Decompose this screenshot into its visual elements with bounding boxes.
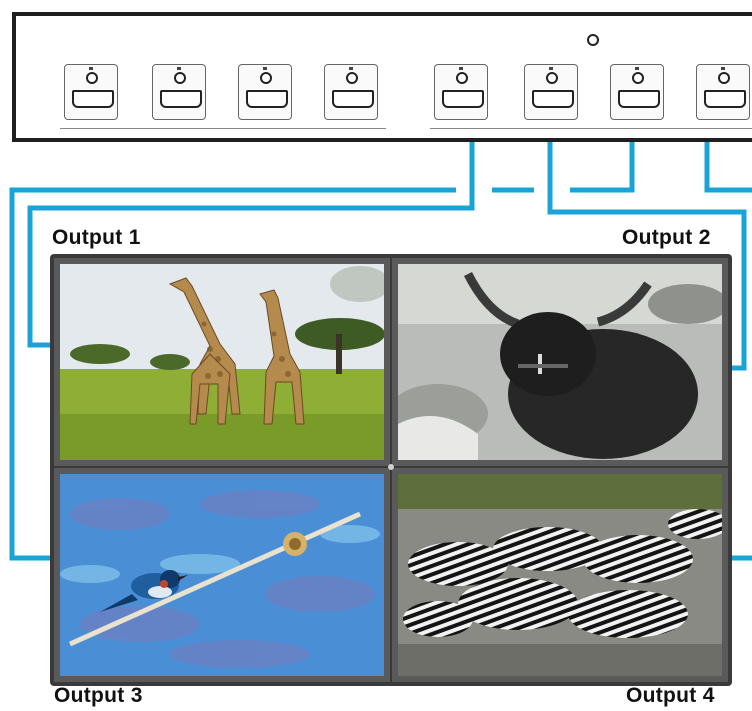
hdmi-port-icon bbox=[610, 64, 664, 120]
cable-port-7 bbox=[570, 128, 635, 193]
output-2-label: Output 2 bbox=[622, 226, 711, 249]
output-3-label: Output 3 bbox=[54, 684, 143, 707]
cable-output-1 bbox=[27, 128, 475, 348]
hdmi-port-icon bbox=[696, 64, 750, 120]
yak-image bbox=[398, 264, 722, 460]
led-indicator-icon bbox=[587, 34, 599, 46]
hdmi-port-icon bbox=[324, 64, 378, 120]
output-1-label: Output 1 bbox=[52, 226, 141, 249]
giraffes-image bbox=[60, 264, 384, 460]
cable-output-2 bbox=[547, 128, 747, 371]
bird-image bbox=[60, 474, 384, 676]
screen-output-1 bbox=[54, 258, 390, 466]
hdmi-port-icon bbox=[238, 64, 292, 120]
matrix-switcher-device bbox=[12, 12, 752, 142]
cable-output-4 bbox=[704, 128, 752, 193]
video-wall bbox=[50, 254, 732, 686]
zebras-image bbox=[398, 474, 722, 676]
screen-output-3 bbox=[54, 468, 390, 682]
hdmi-port-icon bbox=[434, 64, 488, 120]
screen-output-2 bbox=[392, 258, 728, 466]
hdmi-port-icon bbox=[152, 64, 206, 120]
input-group-divider bbox=[60, 128, 386, 129]
hdmi-port-icon bbox=[524, 64, 578, 120]
hdmi-port-icon bbox=[64, 64, 118, 120]
output-group-divider bbox=[430, 128, 752, 129]
cable-output-3 bbox=[9, 187, 456, 561]
bezel-center bbox=[388, 464, 394, 470]
output-4-label: Output 4 bbox=[626, 684, 715, 707]
screen-output-4 bbox=[392, 468, 728, 682]
